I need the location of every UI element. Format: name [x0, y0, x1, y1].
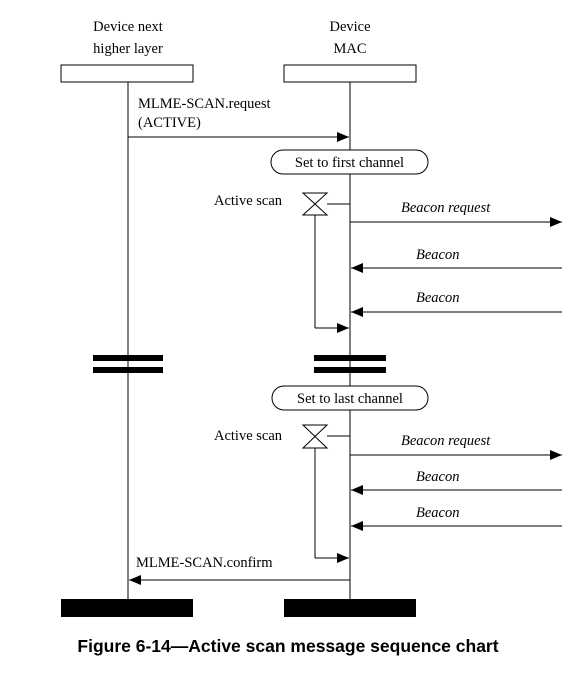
state-first-channel-label: Set to first channel [295, 155, 404, 171]
beacon-label-4: Beacon [416, 505, 459, 521]
right-lifeline-title-line1: Device [329, 19, 370, 35]
beacon-request-label-2: Beacon request [401, 433, 491, 449]
state-last-channel-box [271, 385, 429, 411]
beacon-label-1: Beacon [416, 247, 459, 263]
left-break-marker [93, 355, 163, 373]
figure-caption: Figure 6-14—Active scan message sequence… [77, 636, 499, 656]
scan-request-label-line2: (ACTIVE) [138, 115, 201, 131]
right-lifeline-header-box [283, 64, 417, 83]
left-lifeline-title-line2: higher layer [93, 41, 163, 57]
active-scan-label-2: Active scan [214, 428, 283, 444]
active-scan-label-1: Active scan [214, 193, 283, 209]
active-scan-timer-2 [301, 424, 329, 449]
right-lifeline-title-line2: MAC [333, 41, 366, 57]
sequence-diagram: Device next higher layer Device MAC MLME… [60, 19, 562, 617]
state-first-channel-box [270, 149, 429, 175]
state-last-channel-label: Set to last channel [297, 391, 403, 407]
left-lifeline-title-line1: Device next [93, 19, 163, 35]
active-scan-timer-1 [301, 192, 329, 216]
right-lifeline-end-bar [284, 599, 416, 617]
scan-confirm-label: MLME-SCAN.confirm [136, 555, 273, 571]
beacon-label-2: Beacon [416, 290, 459, 306]
right-break-marker [314, 355, 386, 373]
beacon-request-label-1: Beacon request [401, 200, 491, 216]
beacon-label-3: Beacon [416, 469, 459, 485]
left-lifeline-header-box [60, 64, 194, 83]
left-lifeline-end-bar [61, 599, 193, 617]
scan-request-label-line1: MLME-SCAN.request [138, 96, 271, 112]
